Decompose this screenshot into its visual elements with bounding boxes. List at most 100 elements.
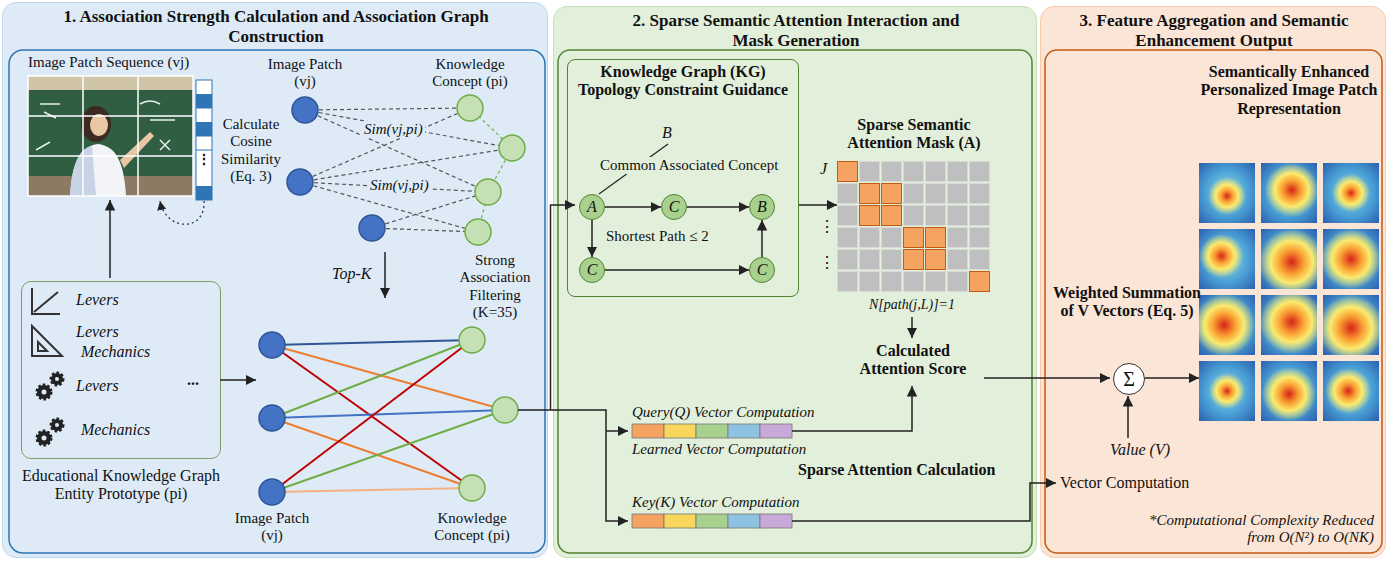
patch-cell — [196, 94, 212, 108]
mask-cell — [903, 271, 924, 292]
mask-cell — [925, 205, 946, 226]
shirt — [70, 144, 126, 196]
mask-cell — [881, 249, 902, 270]
patch-divider — [196, 108, 212, 150]
photo-wall — [28, 76, 193, 196]
mask-cell — [947, 227, 968, 248]
connector-arrow — [591, 220, 593, 257]
annotation: Shortest Path ≤ 2 — [606, 228, 709, 245]
mask-cell — [859, 183, 880, 204]
gear-icon — [51, 373, 63, 385]
mask-cell — [837, 161, 858, 182]
mask-cell — [903, 227, 924, 248]
mask-cell — [903, 161, 924, 182]
mask-cell — [925, 227, 946, 248]
vector-cell — [696, 424, 728, 438]
ellipsis: ⋮ — [819, 254, 835, 272]
connector-arrow — [761, 220, 763, 257]
annotation: Common Associated Concept — [598, 157, 780, 174]
node-text: Mechanics — [81, 343, 150, 361]
chalk-marks — [36, 101, 175, 150]
mask-cell — [881, 161, 902, 182]
node-text: C — [580, 258, 604, 282]
mask-cell — [881, 271, 902, 292]
node-text: Mechanics — [81, 421, 150, 439]
face — [90, 114, 108, 136]
gear-icon — [37, 431, 51, 445]
formula: N[path(j,L)]=1 — [852, 297, 972, 313]
edge-label: Sim(vj,pi) — [368, 177, 431, 194]
mask-cell — [881, 227, 902, 248]
node-text: C — [662, 195, 686, 219]
node-text: Σ — [1114, 364, 1144, 394]
vector-cell — [728, 424, 760, 438]
connector-arrow — [605, 206, 661, 208]
mask-cell — [947, 161, 968, 182]
mask-cell — [859, 271, 880, 292]
mask-cell — [969, 227, 990, 248]
mask-cell — [837, 249, 858, 270]
mask-cell — [881, 205, 902, 226]
node-group-label: Image Patch (vj) — [262, 56, 348, 91]
row-label: J — [820, 160, 827, 178]
mask-cell — [947, 183, 968, 204]
heatmap-tile — [1199, 295, 1255, 355]
vector-label: Value (V) — [1110, 441, 1170, 459]
mask-cell — [837, 183, 858, 204]
heatmap-tile — [1199, 229, 1255, 289]
mask-cell — [837, 227, 858, 248]
node-text: Educational Knowledge Graph Entity Proto… — [21, 467, 221, 504]
connector-arrow — [605, 269, 749, 271]
vector-label: Vector Computation — [1060, 474, 1189, 492]
patch-node — [259, 332, 285, 358]
node-text: Levers — [76, 323, 119, 341]
concept-node: B — [749, 194, 775, 220]
step-label: Calculated Attention Score — [848, 342, 978, 379]
node-text: C — [750, 258, 774, 282]
vector-label: Learned Vector Computation — [632, 441, 806, 458]
concept-node — [459, 327, 485, 353]
vector-cell — [632, 514, 664, 528]
node-text: Levers — [76, 291, 119, 309]
mask-cell — [947, 249, 968, 270]
mask-cell — [837, 271, 858, 292]
concept-node: C — [749, 257, 775, 283]
node-text: B — [750, 195, 774, 219]
heatmap-output: Semantically Enhanced Personalized Image… — [1199, 63, 1379, 421]
flow-line — [984, 377, 1110, 379]
mask-cell — [969, 249, 990, 270]
concept-label: B — [662, 124, 672, 142]
concept-node: A — [579, 194, 605, 220]
patch-node — [259, 405, 285, 431]
mask-cell — [859, 205, 880, 226]
patch-cell — [196, 186, 212, 200]
mask-cell — [903, 249, 924, 270]
concept-node — [499, 135, 525, 161]
arrow — [109, 200, 111, 278]
note: *Computational Complexity Reduced from O… — [1136, 512, 1374, 547]
gear-hole — [55, 423, 59, 427]
node-group-label: Knowledge Concept (pi) — [422, 510, 522, 545]
heatmap-tile — [1261, 361, 1317, 421]
node-text: Semantically Enhanced Personalized Image… — [1199, 63, 1379, 118]
mask-cell — [925, 249, 946, 270]
vector-cell — [632, 424, 664, 438]
concept-node — [492, 397, 518, 423]
mask-cell — [859, 249, 880, 270]
gear-icon — [51, 419, 63, 431]
kg-constraint-box: Knowledge Graph (KG) Topology Constraint… — [567, 59, 799, 297]
patch-node — [359, 215, 385, 241]
feed-line — [606, 430, 628, 432]
flow-line — [1127, 396, 1129, 438]
node-text: Levers — [76, 377, 119, 395]
node-text: A — [580, 195, 604, 219]
ellipsis: ⋮ — [196, 152, 212, 168]
step-label: Top-K — [332, 265, 371, 283]
node-text: ... — [187, 371, 199, 389]
vector-cell — [728, 514, 760, 528]
step-label: Strong Association Filtering (K=35) — [450, 252, 540, 321]
node-group-label: Image Patch (vj) — [232, 510, 312, 545]
step-label: Calculate Cosine Similarity (Eq. 3) — [214, 116, 288, 185]
vector-cell — [664, 514, 696, 528]
patch-grid — [28, 76, 193, 196]
